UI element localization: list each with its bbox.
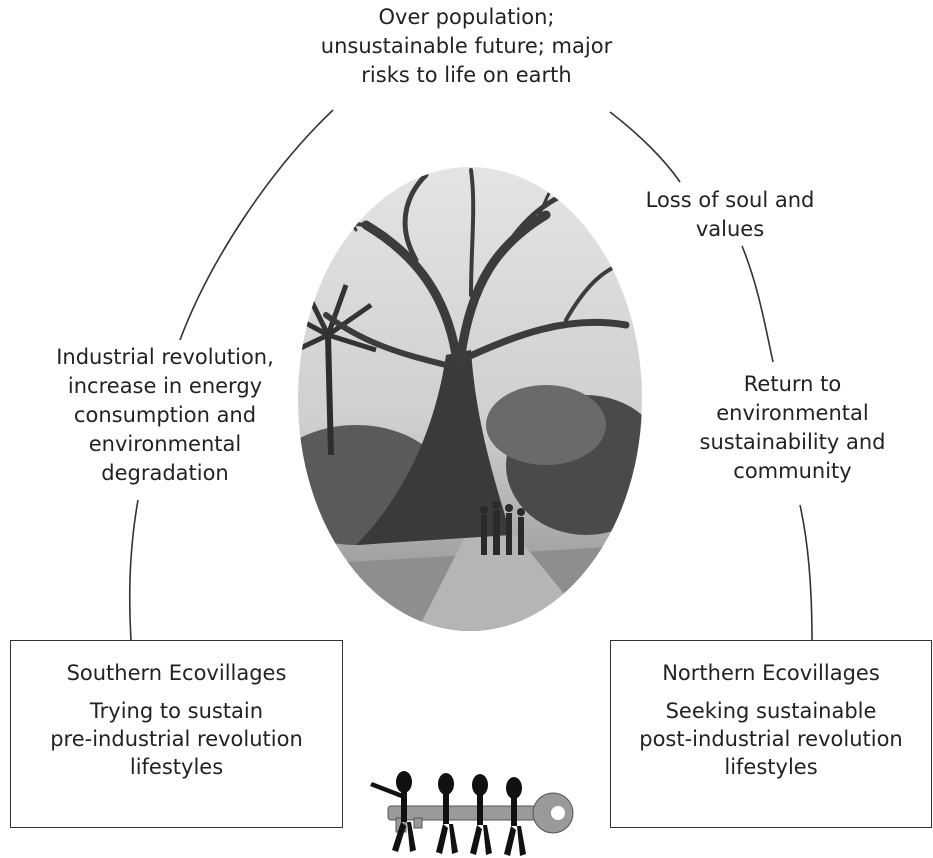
box-description: Seeking sustainable post-industrial revo… (611, 697, 931, 781)
box-description: Trying to sustain pre-industrial revolut… (11, 697, 342, 781)
desc-line: Trying to sustain (89, 699, 264, 723)
arc-right-lower (799, 504, 813, 641)
label-industrial-revolution: Industrial revolution, increase in energ… (20, 343, 310, 488)
northern-ecovillages-box: Northern Ecovillages Seeking sustainable… (610, 640, 932, 828)
southern-ecovillages-box: Southern Ecovillages Trying to sustain p… (10, 640, 343, 828)
label-line: community (733, 459, 852, 483)
label-return-to-sustainability: Return to environmental sustainability a… (670, 370, 915, 486)
desc-line: post-industrial revolution (639, 727, 903, 751)
label-line: values (695, 217, 765, 241)
desc-line: lifestyles (724, 755, 818, 779)
baobab-tree-photo (298, 167, 642, 631)
label-over-population: Over population; unsustainable future; m… (300, 3, 633, 90)
arc-left-upper (179, 109, 334, 341)
desc-line: pre-industrial revolution (50, 727, 303, 751)
people-carrying-key-icon (370, 771, 574, 856)
label-line: Return to (743, 372, 842, 396)
label-loss-of-soul: Loss of soul and values (620, 186, 840, 244)
desc-line: lifestyles (129, 755, 224, 779)
label-line: degradation (101, 461, 229, 485)
label-line: Loss of soul and (645, 188, 815, 212)
label-line: risks to life on earth (361, 63, 572, 87)
label-line: increase in energy (67, 374, 263, 398)
arc-left-lower (128, 499, 139, 641)
box-title: Southern Ecovillages (66, 661, 287, 685)
box-title: Northern Ecovillages (662, 661, 880, 685)
arc-right-middle (741, 245, 774, 363)
label-line: sustainability and (699, 430, 886, 454)
label-line: consumption and (73, 403, 257, 427)
label-line: environmental (716, 401, 869, 425)
label-line: Industrial revolution, (56, 345, 274, 369)
label-line: unsustainable future; major (320, 34, 613, 58)
desc-line: Seeking sustainable (665, 699, 877, 723)
label-line: Over population; (378, 5, 555, 29)
arc-top-right (609, 111, 681, 183)
label-line: environmental (88, 432, 242, 456)
